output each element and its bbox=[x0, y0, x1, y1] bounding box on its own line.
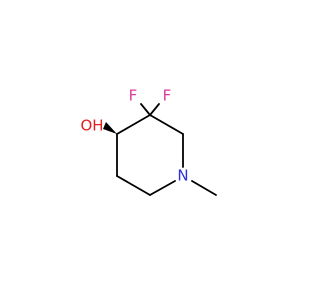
bond-n-c6 bbox=[149, 180, 176, 196]
bond-c3-c2 bbox=[149, 114, 184, 135]
atom-label-layer: F F OH N bbox=[80, 87, 188, 185]
fluorine-right-label: F bbox=[163, 87, 172, 105]
bond-layer bbox=[103, 103, 217, 196]
wedge-bond-c4-oh bbox=[103, 122, 117, 134]
fluorine-left-label: F bbox=[129, 87, 138, 105]
molecule-structure: F F OH N bbox=[80, 87, 217, 196]
nitrogen-label: N bbox=[177, 167, 188, 185]
bond-n-methyl bbox=[191, 180, 217, 196]
bond-c3-f-left bbox=[140, 103, 151, 116]
bond-c6-c5 bbox=[116, 175, 151, 196]
bond-c3-c4 bbox=[116, 114, 151, 135]
hydroxyl-label: OH bbox=[80, 117, 103, 135]
bond-c3-f-right bbox=[149, 103, 160, 116]
